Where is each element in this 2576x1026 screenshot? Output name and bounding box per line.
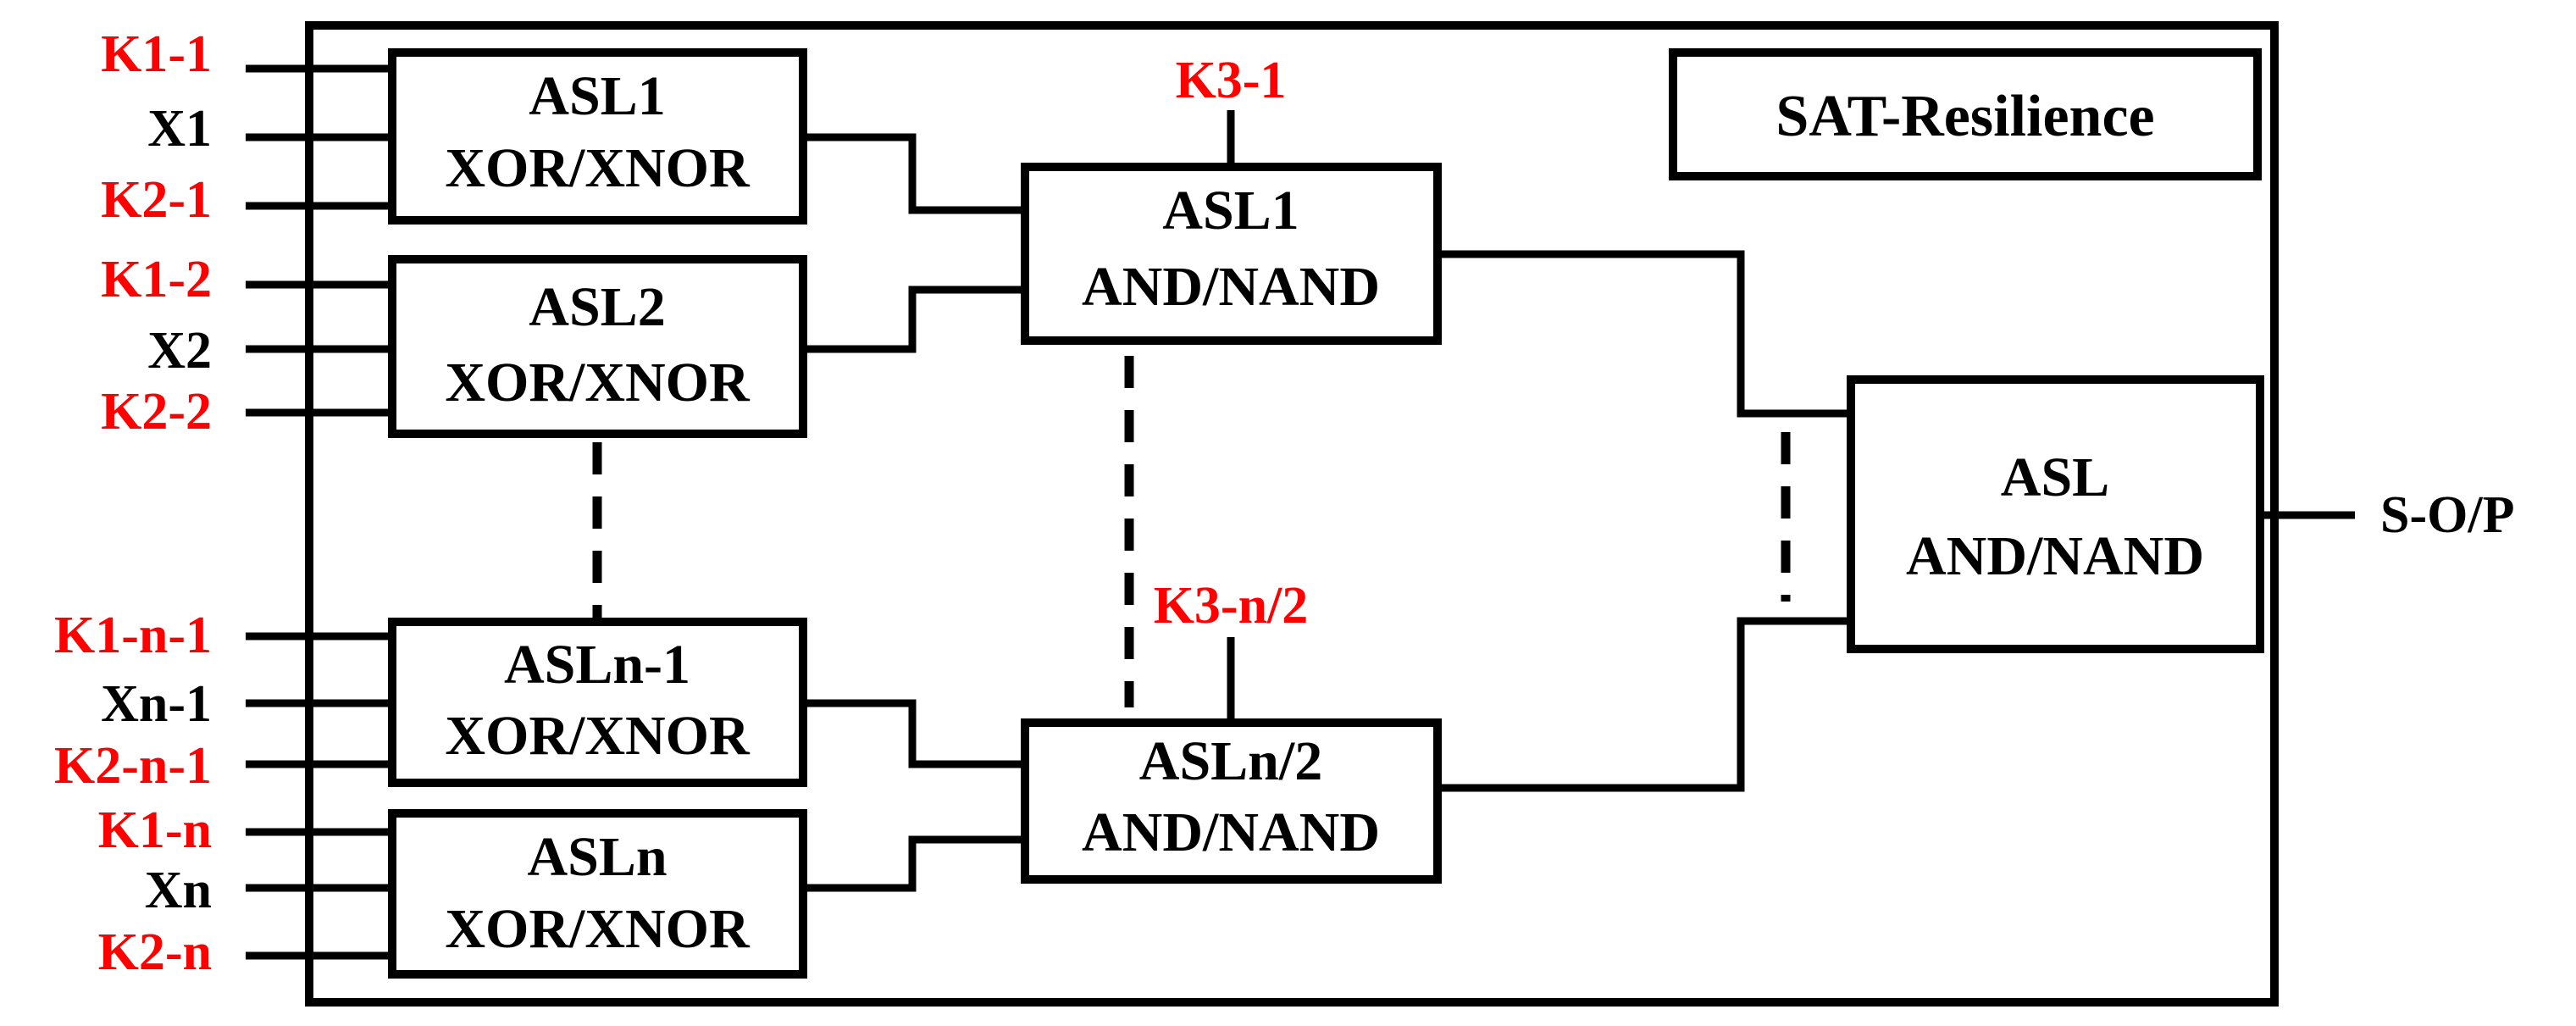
xor-block-asln-1: ASLn-1 XOR/XNOR — [388, 618, 807, 787]
input-label-k2-n: K2-n — [98, 923, 212, 981]
input-label-x1: X1 — [147, 100, 212, 158]
xor-block-asl2: ASL2 XOR/XNOR — [388, 255, 807, 438]
input-label-xn: Xn — [145, 862, 212, 919]
input-label-k1-2: K1-2 — [101, 251, 212, 308]
and-block-asln-2-name: ASLn/2 — [1139, 730, 1322, 792]
and-block-asl1-name: ASL1 — [1162, 180, 1299, 241]
xor-block-asl2-name: ASL2 — [529, 276, 665, 338]
key-label-k3-n2: K3-n/2 — [1154, 577, 1309, 635]
and-block-asl1: ASL1 AND/NAND — [1021, 163, 1442, 345]
and-to-final-wires — [1438, 250, 1851, 792]
title-box — [1669, 48, 2262, 180]
input-wires — [246, 64, 392, 960]
xor-block-asl2-type: XOR/XNOR — [445, 352, 751, 413]
xor-block-asl1-name: ASL1 — [529, 65, 665, 127]
diagram-title: SAT-Resilience — [1776, 84, 2154, 149]
xor-block-asln-name: ASLn — [527, 826, 667, 888]
final-block-asl: ASL AND/NAND — [1847, 375, 2264, 653]
xor-block-asln-type: XOR/XNOR — [445, 898, 751, 960]
xor-block-asln-1-type: XOR/XNOR — [445, 705, 751, 767]
and-block-asln-2-type: AND/NAND — [1082, 801, 1380, 863]
xor-block-asln-1-name: ASLn-1 — [504, 634, 690, 696]
key-label-k3-1: K3-1 — [1176, 52, 1287, 109]
input-label-x2: X2 — [147, 322, 212, 380]
xor-block-asln: ASLn XOR/XNOR — [388, 809, 807, 979]
final-block-type: AND/NAND — [1906, 525, 2204, 587]
input-label-k1-n-1: K1-n-1 — [54, 607, 212, 664]
input-label-k2-2: K2-2 — [101, 383, 212, 441]
xor-to-and-wires — [803, 133, 1025, 892]
xor-block-asl1: ASL1 XOR/XNOR — [388, 48, 807, 225]
input-label-k1-1: K1-1 — [101, 25, 212, 83]
input-label-k2-1: K2-1 — [101, 171, 212, 229]
input-label-xn-1: Xn-1 — [101, 675, 212, 733]
and-block-asln-2: ASLn/2 AND/NAND — [1021, 718, 1442, 884]
output-label: S-O/P — [2380, 486, 2514, 544]
final-block-name: ASL — [2001, 446, 2109, 508]
input-label-k1-n: K1-n — [98, 801, 212, 859]
and-block-asl1-type: AND/NAND — [1082, 256, 1380, 318]
xor-block-asl1-type: XOR/XNOR — [445, 137, 751, 199]
input-labels: K1-1 X1 K2-1 K1-2 X2 K2-2 K1-n-1 Xn-1 K2… — [54, 25, 212, 981]
input-label-k2-n-1: K2-n-1 — [54, 737, 212, 795]
